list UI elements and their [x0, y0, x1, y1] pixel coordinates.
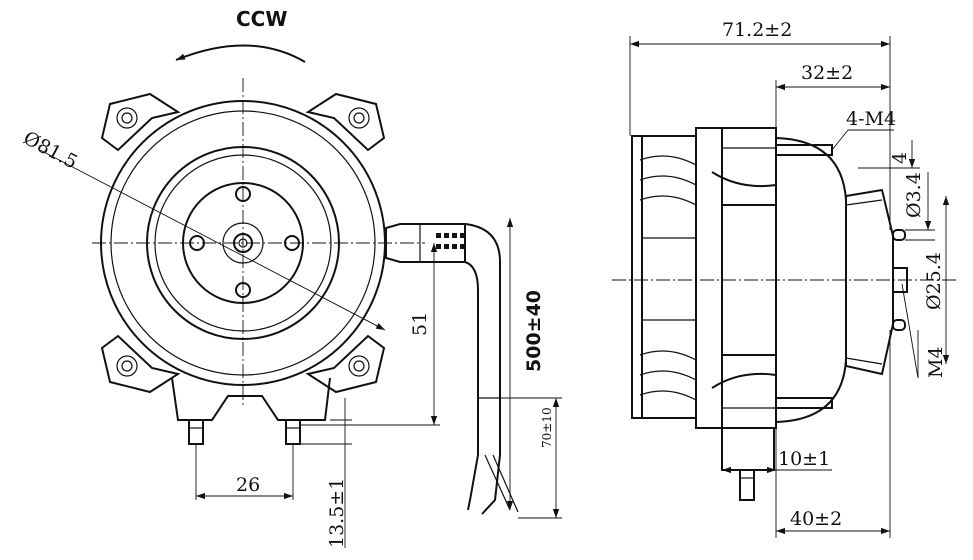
- rotation-arrow-icon: [175, 44, 306, 63]
- stud-dia-label: Ø3.4: [903, 172, 925, 218]
- lead-wire: [492, 454, 519, 513]
- cable-outer: [464, 223, 501, 515]
- flange-label: 10±1: [778, 448, 830, 470]
- mounting-ear-bottom-right: [305, 334, 386, 394]
- cable-gland: [385, 223, 466, 263]
- body-length-label: 32±2: [801, 62, 853, 84]
- hub-hole-left: [189, 235, 205, 251]
- motor-housing-rim: [110, 110, 376, 376]
- boss-edge: [845, 199, 883, 206]
- mount-threads-label: 4-M4: [846, 108, 896, 130]
- rear-cap: [631, 135, 697, 419]
- mounting-ear-top-right: [305, 92, 386, 152]
- hub-hole-bottom: [235, 282, 251, 298]
- shaft-boss: [222, 222, 264, 264]
- shaft-thread-label: M4: [925, 346, 947, 378]
- diameter-leader: [39, 149, 386, 331]
- cable-length-label: 500±40: [523, 290, 545, 372]
- diameter-label: Ø81.5: [20, 127, 81, 174]
- hub-circle: [182, 182, 304, 304]
- terminal-offset-label: 13.5±1: [326, 478, 348, 548]
- overall-length-label: 71.2±2: [722, 19, 792, 41]
- shaft-center: [238, 238, 248, 248]
- boss-edge: [845, 357, 883, 365]
- terminal-spacing-label: 26: [236, 474, 260, 496]
- shaft-thread-leader: [901, 283, 919, 379]
- side-view: 71.2±2 32±2 4-M4 4 Ø3.4 Ø25.4 M4 10±1: [612, 19, 958, 538]
- boss-stud-top: [892, 229, 906, 241]
- front-boss: [845, 188, 894, 376]
- mount-depth-label: 40±2: [790, 508, 842, 530]
- mount-stud-top: [775, 144, 833, 156]
- mounting-ear-top-left: [100, 92, 181, 152]
- mounting-ear-bottom-left: [100, 334, 181, 394]
- shaft: [233, 233, 253, 253]
- stud-length-label: 4: [889, 152, 911, 164]
- rotation-label: CCW: [236, 7, 287, 31]
- strip-length-label: 70±10: [540, 407, 554, 448]
- terminal-block: [171, 377, 331, 500]
- side-terminal: [721, 427, 775, 501]
- height-label: 51: [409, 312, 431, 336]
- mount-stud-bottom: [775, 397, 833, 409]
- boss-stud-bottom: [892, 319, 906, 331]
- motor-face-ring: [146, 146, 340, 340]
- lead-wire: [484, 454, 511, 511]
- mount-threads-leader: [831, 129, 849, 151]
- hub-hole-right: [284, 235, 300, 251]
- cable-inner: [464, 261, 479, 511]
- hub-hole-top: [235, 186, 251, 202]
- shaft-stub: [892, 267, 908, 293]
- motor-face-inner-ring: [154, 154, 332, 332]
- stator-body: [695, 127, 777, 429]
- boss-dia-label: Ø25.4: [923, 252, 945, 310]
- front-view: CCW Ø81.5 26: [20, 7, 562, 548]
